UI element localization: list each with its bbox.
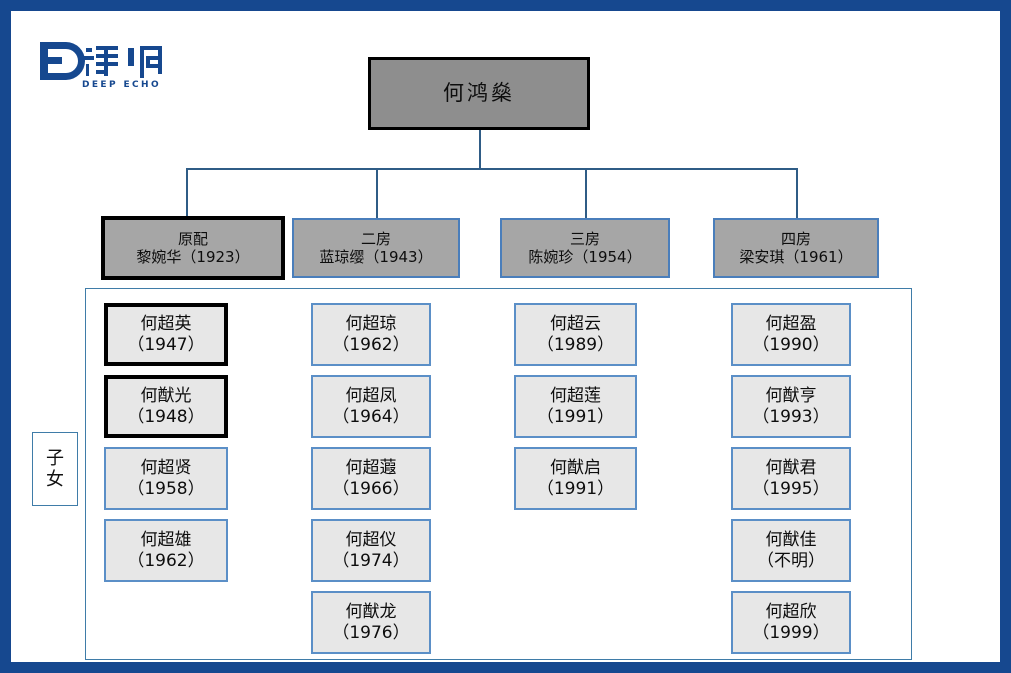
child-node-c2-r2[interactable]: 何超凤（1964） [311, 375, 431, 438]
spouse-name-2: 蓝琼缨（1943） [319, 248, 433, 266]
child-name: 何猷佳 [765, 529, 817, 550]
logo-subtitle-text: DEEP ECHO [82, 80, 161, 88]
child-node-c1-r1[interactable]: 何超英（1947） [104, 303, 228, 366]
child-year: （不明） [757, 550, 825, 571]
child-node-c2-r3[interactable]: 何超蕸（1966） [311, 447, 431, 510]
side-label-char-2: 女 [46, 469, 64, 490]
connector-bus [186, 168, 797, 170]
child-node-c1-r4[interactable]: 何超雄（1962） [104, 519, 228, 582]
spouse-name-1: 黎婉华（1923） [136, 248, 250, 266]
connector-drop-1 [186, 168, 188, 216]
child-year: （1974） [332, 550, 410, 571]
child-name: 何超雄 [140, 529, 192, 550]
spouse-rank-2: 二房 [360, 229, 391, 248]
child-year: （1989） [536, 334, 615, 355]
child-year: （1991） [536, 406, 615, 427]
child-year: （1991） [536, 478, 615, 499]
child-node-c3-r1[interactable]: 何超云（1989） [514, 303, 637, 366]
child-name: 何超琼 [345, 313, 397, 334]
child-node-c1-r2[interactable]: 何猷光（1948） [104, 375, 228, 438]
connector-drop-2 [376, 168, 378, 218]
child-node-c4-r5[interactable]: 何超欣（1999） [731, 591, 851, 654]
deep-echo-logo: DEEP ECHO [36, 36, 176, 88]
child-name: 何超盈 [765, 313, 817, 334]
child-year: （1962） [332, 334, 410, 355]
child-node-c4-r2[interactable]: 何猷亨（1993） [731, 375, 851, 438]
children-panel [85, 288, 912, 660]
root-node-he-hongshen[interactable]: 何鸿燊 [368, 57, 590, 130]
spouse-name-3: 陈婉珍（1954） [528, 248, 642, 266]
spouse-node-3[interactable]: 三房 陈婉珍（1954） [500, 218, 670, 278]
spouse-rank-4: 四房 [780, 229, 811, 248]
child-year: （1999） [752, 622, 830, 643]
child-year: （1964） [332, 406, 410, 427]
child-year: （1966） [332, 478, 410, 499]
child-name: 何猷君 [765, 457, 817, 478]
child-year: （1947） [127, 334, 205, 355]
spouse-rank-1: 原配 [177, 229, 208, 248]
spouse-name-4: 梁安琪（1961） [739, 248, 853, 266]
child-name: 何猷龙 [345, 601, 397, 622]
child-node-c2-r5[interactable]: 何猷龙（1976） [311, 591, 431, 654]
spouse-node-4[interactable]: 四房 梁安琪（1961） [713, 218, 879, 278]
child-node-c2-r4[interactable]: 何超仪（1974） [311, 519, 431, 582]
child-name: 何猷光 [140, 385, 192, 406]
child-name: 何超莲 [550, 385, 601, 406]
child-year: （1948） [127, 406, 205, 427]
child-year: （1990） [752, 334, 830, 355]
child-name: 何超贤 [140, 457, 192, 478]
child-name: 何猷亨 [765, 385, 817, 406]
child-year: （1976） [332, 622, 410, 643]
child-node-c1-r3[interactable]: 何超贤（1958） [104, 447, 228, 510]
child-year: （1993） [752, 406, 830, 427]
side-label-char-1: 子 [46, 447, 64, 469]
child-name: 何超凤 [345, 385, 397, 406]
child-node-c4-r3[interactable]: 何猷君（1995） [731, 447, 851, 510]
child-year: （1962） [127, 550, 205, 571]
child-name: 何超蕸 [345, 457, 397, 478]
child-node-c4-r4[interactable]: 何猷佳（不明） [731, 519, 851, 582]
child-name: 何猷启 [550, 457, 601, 478]
spouse-rank-3: 三房 [569, 229, 600, 248]
connector-drop-3 [585, 168, 587, 218]
child-year: （1958） [127, 478, 205, 499]
children-side-label: 子 女 [32, 432, 78, 506]
connector-drop-4 [796, 168, 798, 218]
child-node-c3-r2[interactable]: 何超莲（1991） [514, 375, 637, 438]
child-name: 何超英 [140, 313, 192, 334]
connector-trunk [479, 130, 481, 168]
child-year: （1995） [752, 478, 830, 499]
child-name: 何超仪 [345, 529, 397, 550]
child-name: 何超欣 [765, 601, 817, 622]
child-node-c2-r1[interactable]: 何超琼（1962） [311, 303, 431, 366]
spouse-node-1[interactable]: 原配 黎婉华（1923） [101, 216, 285, 280]
child-node-c4-r1[interactable]: 何超盈（1990） [731, 303, 851, 366]
spouse-node-2[interactable]: 二房 蓝琼缨（1943） [292, 218, 460, 278]
child-node-c3-r3[interactable]: 何猷启（1991） [514, 447, 637, 510]
root-node-name: 何鸿燊 [443, 80, 515, 105]
child-name: 何超云 [550, 313, 601, 334]
